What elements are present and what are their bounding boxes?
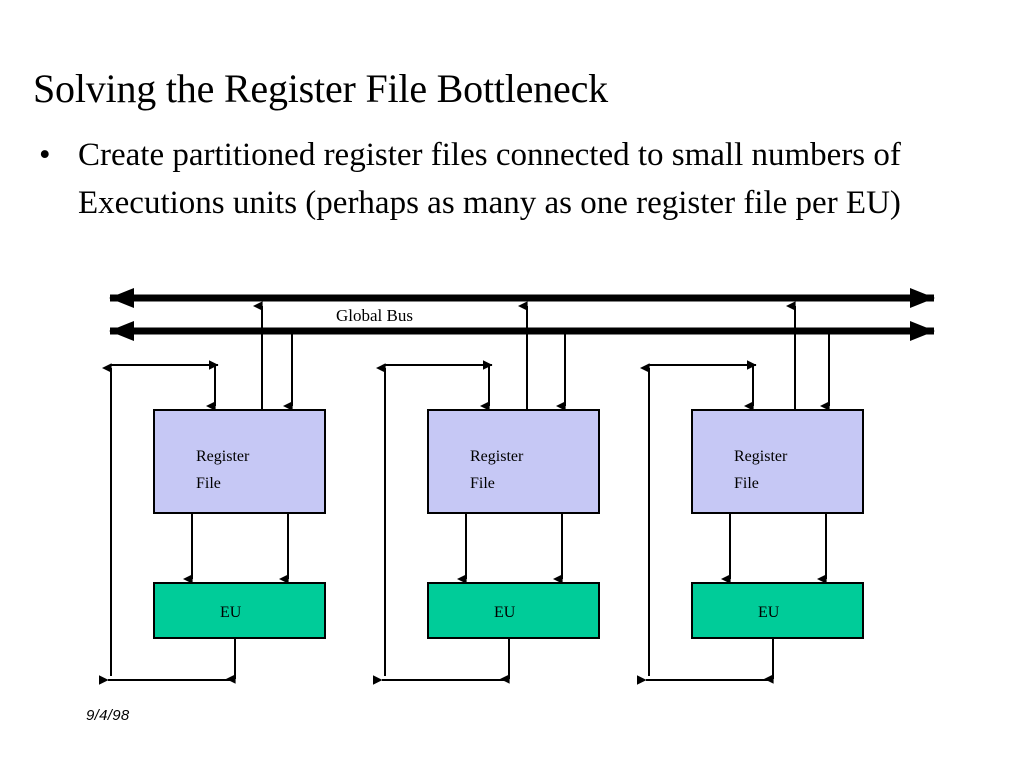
cluster-2: Register File EU <box>373 301 600 685</box>
register-file-label-2-line1: Register <box>470 448 524 465</box>
eu-box-1[interactable] <box>153 582 326 639</box>
architecture-diagram: Register File EU Registe <box>0 276 1024 706</box>
page-title: Solving the Register File Bottleneck <box>33 65 608 111</box>
eu-label-2: EU <box>494 604 516 621</box>
register-file-label-3-line2: File <box>734 475 759 492</box>
register-file-label-3-line1: Register <box>734 448 788 465</box>
diagram-svg: Register File EU Registe <box>99 288 935 685</box>
global-bus-label-backdrop <box>320 303 460 326</box>
list-item: • Create partitioned register files conn… <box>30 131 965 227</box>
eu-box-3[interactable] <box>691 582 864 639</box>
register-file-box-2[interactable] <box>427 409 600 514</box>
cluster-3: Register File EU <box>637 301 864 685</box>
bullet-marker-icon: • <box>39 137 51 173</box>
cluster-1: Register File EU <box>99 301 326 685</box>
register-file-box-1[interactable] <box>153 409 326 514</box>
bullet-list: • Create partitioned register files conn… <box>30 131 965 227</box>
date-stamp: 9/4/98 <box>86 707 130 724</box>
register-file-box-3[interactable] <box>691 409 864 514</box>
register-file-label-2-line2: File <box>470 475 495 492</box>
eu-box-2[interactable] <box>427 582 600 639</box>
register-file-label-1-line1: Register <box>196 448 250 465</box>
eu-label-3: EU <box>758 604 780 621</box>
bullet-text: Create partitioned register files connec… <box>78 137 901 221</box>
eu-label-1: EU <box>220 604 242 621</box>
register-file-label-1-line2: File <box>196 475 221 492</box>
global-bus-label: Global Bus <box>336 306 413 325</box>
